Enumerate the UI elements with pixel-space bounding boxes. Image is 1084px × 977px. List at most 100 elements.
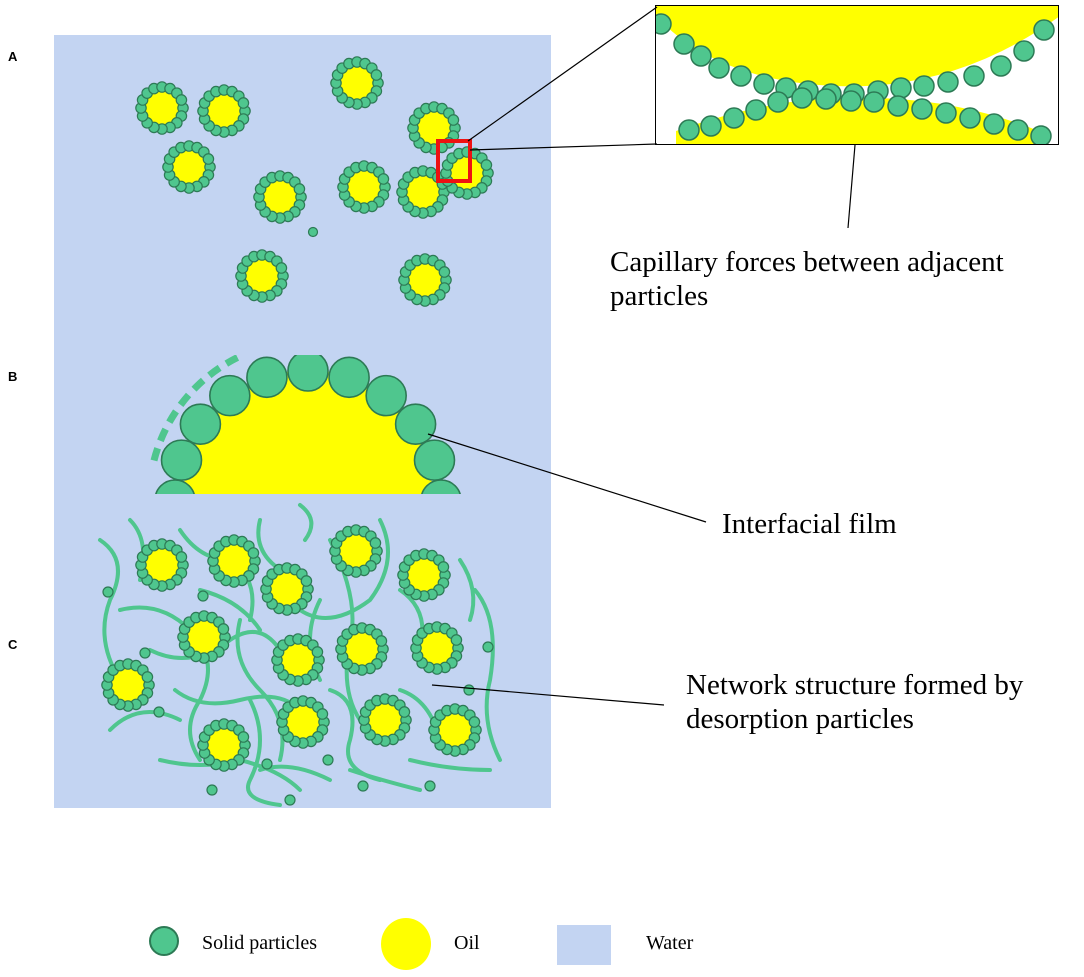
network-fiber: [98, 538, 122, 682]
zoom-particle: [887, 95, 909, 117]
oil-droplet: [108, 665, 148, 705]
solid-particle: [202, 153, 215, 165]
zoom-particle: [935, 102, 957, 124]
oil-droplet: [414, 108, 454, 148]
zoom-particle: [863, 91, 885, 113]
network-fiber: [108, 710, 182, 732]
zoom-particle: [708, 57, 730, 79]
oil-droplet: [342, 629, 382, 669]
zoom-leader-top: [467, 6, 658, 142]
oil-droplet: [283, 702, 323, 742]
interface-particle: [287, 355, 329, 392]
zoom-oil-upper: [656, 6, 1058, 87]
network-leader: [431, 684, 665, 706]
zoom-particle: [723, 107, 745, 129]
desorbed-particle: [153, 706, 165, 718]
panel-c-droplet: [358, 693, 412, 747]
interface-particle: [155, 479, 195, 494]
desorbed-particle: [322, 754, 334, 766]
interface-particle: [246, 356, 288, 399]
zoom-particle: [767, 91, 789, 113]
zoom-particle: [1013, 40, 1035, 62]
solid-particle: [377, 173, 390, 185]
panel-c-droplet: [271, 633, 325, 687]
interface-particle: [160, 439, 203, 481]
oil-droplet: [336, 531, 376, 571]
zoom-particle: [937, 71, 959, 93]
zoom-particle: [1030, 125, 1052, 144]
zoom-particle: [959, 107, 981, 129]
legend-oil-swatch: [381, 918, 431, 970]
oil-droplet: [365, 700, 405, 740]
interface-particle: [413, 439, 456, 481]
desorbed-particle: [261, 758, 273, 770]
solid-particle: [316, 708, 329, 720]
oil-droplet: [404, 555, 444, 595]
zoom-particle: [1007, 119, 1029, 141]
zoom-particle: [673, 33, 695, 55]
network-fiber: [473, 588, 502, 762]
interfacial-film-segment: [150, 447, 161, 462]
interfacial-film-segment: [157, 427, 169, 443]
zoom-inset: [655, 5, 1059, 145]
network-fiber: [298, 518, 390, 620]
zoom-particle: [690, 45, 712, 67]
panel-c-droplet: [397, 548, 451, 602]
solid-particle: [217, 623, 230, 635]
zoom-leader-bottom: [469, 143, 658, 151]
panel-c-droplet: [101, 658, 155, 712]
network-fiber: [173, 688, 302, 712]
network-fibers: [98, 503, 502, 807]
interface-particle: [328, 356, 370, 399]
oil-droplet: [267, 569, 307, 609]
oil-droplet: [142, 545, 182, 585]
panel-a-droplet: [162, 140, 216, 194]
zoom-particle: [840, 90, 862, 112]
desorbed-particle: [424, 780, 436, 792]
zoom-particle: [1033, 19, 1055, 41]
network-fiber: [235, 618, 285, 762]
network-fiber: [298, 503, 314, 542]
panel-c-droplet: [335, 622, 389, 676]
solid-particle: [237, 97, 250, 109]
network-fiber: [258, 764, 332, 782]
solid-particle: [237, 731, 250, 743]
panel-c-droplet: [177, 610, 231, 664]
panel-c-droplet: [260, 562, 314, 616]
zoom-particle: [753, 73, 775, 95]
callout-network-structure: Network structure formed by desorption p…: [686, 669, 1024, 735]
solid-particle: [275, 262, 288, 274]
zoom-particle: [983, 113, 1005, 135]
panel-c-droplet: [410, 621, 464, 675]
panel-a-droplet: [337, 160, 391, 214]
oil-droplet: [405, 260, 445, 300]
panel-b-droplet: [150, 355, 461, 494]
solid-particle: [369, 537, 382, 549]
solid-particle: [141, 671, 154, 683]
oil-droplet: [142, 88, 182, 128]
solid-particle: [247, 547, 260, 559]
legend-oil-label: Oil: [454, 932, 480, 954]
oil-droplet: [417, 628, 457, 668]
zoom-particle: [990, 55, 1012, 77]
zoom-particle: [745, 99, 767, 121]
panel-c-droplet: [135, 538, 189, 592]
solid-particle: [398, 706, 411, 718]
interfacial-film-segment: [177, 392, 192, 407]
network-fiber: [198, 588, 262, 632]
desorbed-particle: [463, 684, 475, 696]
panel-a-droplet: [398, 253, 452, 307]
oil-droplet: [344, 167, 384, 207]
panel-c-droplet: [197, 718, 251, 772]
panel-c-droplet: [428, 703, 482, 757]
zoom-particle: [911, 98, 933, 120]
oil-droplet: [337, 63, 377, 103]
capillary-leader: [847, 144, 856, 229]
solid-particle: [175, 94, 188, 106]
zoom-particle: [730, 65, 752, 87]
interfacial-film-segment: [207, 364, 222, 379]
network-fiber: [246, 698, 282, 807]
oil-droplet: [278, 640, 318, 680]
zoom-inset-drawing: [656, 6, 1058, 144]
